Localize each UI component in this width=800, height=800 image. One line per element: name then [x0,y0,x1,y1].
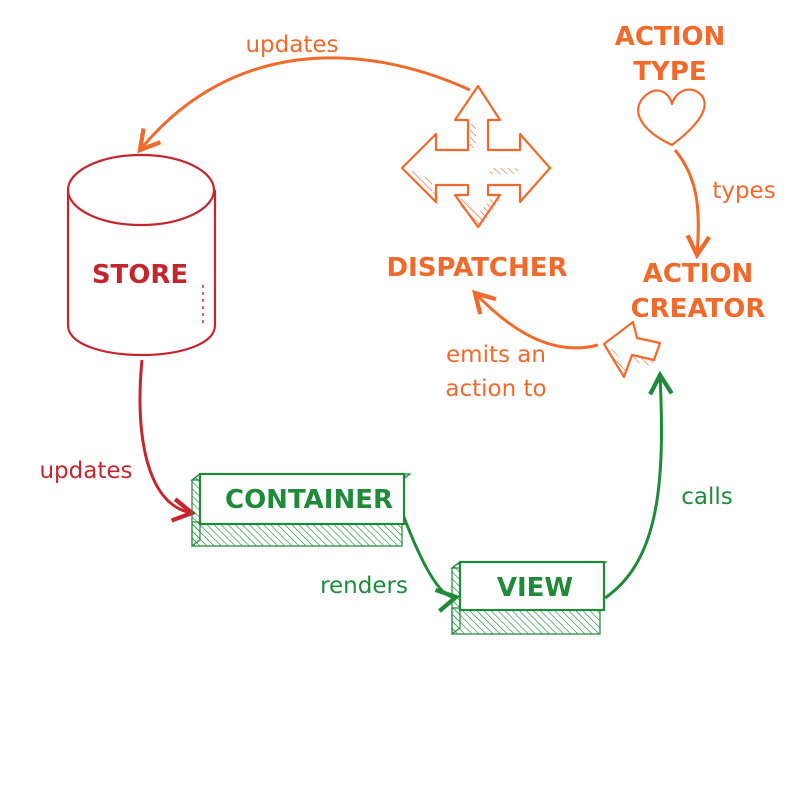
edge-container-to-view [400,511,461,613]
edge-creator-to-dispatcher [471,289,599,350]
edge-label-emits-line2: action to [445,376,546,402]
edge-label-calls: calls [681,484,733,510]
edge-dispatcher-to-store [137,56,471,154]
edge-type-to-creator [673,149,711,260]
four-way-arrow-icon [400,84,552,230]
container-label: CONTAINER [225,485,393,515]
edge-label-dispatcher-updates: updates [245,32,338,58]
container-box [190,472,412,548]
heart-icon [637,88,706,147]
edge-label-renders: renders [320,573,408,599]
edge-label-store-updates: updates [39,458,132,484]
edge-store-to-container [138,359,197,523]
action-type-label-line1: ACTION [615,22,725,52]
store-label: STORE [92,260,188,290]
action-creator-label-line2: CREATOR [631,294,766,324]
dispatcher-label: DISPATCHER [386,253,567,283]
action-type-label-line2: TYPE [633,57,706,87]
edge-view-to-creator [604,370,674,600]
view-label: VIEW [497,573,573,603]
edge-label-types: types [712,178,775,204]
action-creator-label-line1: ACTION [643,259,753,289]
store-cylinder [66,153,217,357]
edge-label-emits-line1: emits an [446,342,546,368]
view-box [450,560,608,636]
pointer-arrow-icon [602,320,662,379]
